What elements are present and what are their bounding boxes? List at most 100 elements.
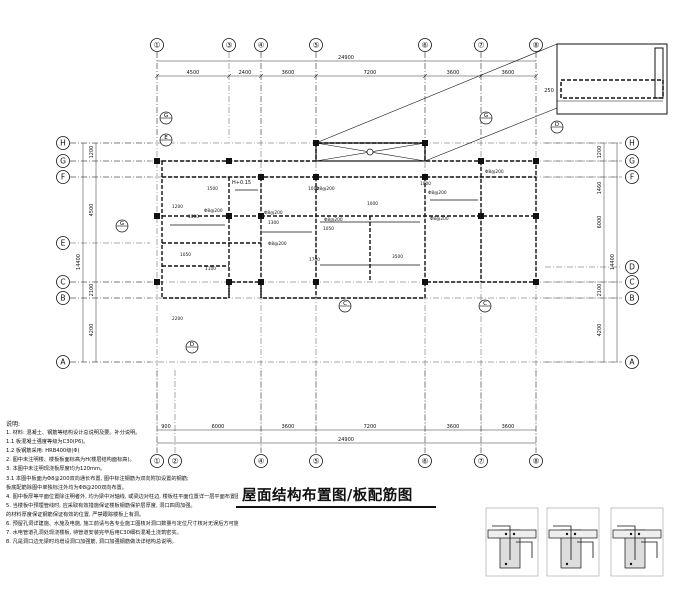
axis-bubble: ⑥ [418,454,432,468]
axis-bubble: ⑧ [529,38,543,52]
axis-bubble-circle [56,291,70,305]
section-mark: G [159,111,173,125]
column [533,158,539,164]
axis-label: ④ [258,41,265,50]
axis-bubble: D [625,260,639,274]
axis-bubble-circle [529,38,543,52]
length-label: 1200 [172,204,183,210]
dimension-text: 900 [161,424,171,430]
dimension-text: 6000 [597,216,603,229]
axis-bubble: ④ [254,454,268,468]
note-line: 7. 水电管道孔洞处现浇楼板, 待管道安装完毕后用C30细石混凝土浇筑密实。 [6,530,182,537]
drawing-title: 屋面结构布置图/板配筋图 [242,487,413,504]
axis-bubble-circle [625,154,639,168]
axis-bubble: ⑥ [418,38,432,52]
detail-dimension: 250 [544,88,554,94]
dimension-text: 24900 [338,437,354,443]
dimension-text: 3600 [447,70,460,76]
column [533,213,539,219]
dimension-text: 3600 [502,70,515,76]
column [313,279,319,285]
column [226,279,232,285]
node-rebar [577,541,594,558]
dimension-text: 2400 [239,70,252,76]
length-label: 1300 [268,220,279,226]
node-detail [485,507,539,577]
title-underline [236,506,436,508]
node-frame [610,507,664,577]
axis-bubble-circle [168,454,182,468]
detail-box [556,43,668,115]
rebar-label: Φ8@200 [264,210,283,216]
node-details [485,43,668,577]
axis-label: D [629,263,635,272]
length-label: 1000 [188,214,199,220]
rebar-label: Φ8@200 [428,190,447,196]
axis-label: B [629,294,634,303]
design-notes: 说明: 1. 材料: 混凝土、钢筋等结构设计总说明及要。补分说明。1.1 板混凝… [6,420,238,547]
node-bar-dot [512,532,516,536]
dimension-text: 7200 [364,70,377,76]
column [154,213,160,219]
node-frame [485,507,539,577]
axis-bubble-circle [254,454,268,468]
column [533,279,539,285]
column [422,279,428,285]
node-rebar [516,541,533,558]
dimension-text: 3600 [282,70,295,76]
note-line: 6. 预留孔洞详建施、水施及电施, 施工前请与各专业施工图核对洞口数量与定位尺寸… [6,521,238,528]
axis-bubble: A [625,355,639,369]
node-bar-dot [637,532,641,536]
rebar-label: Φ8@200 [430,216,449,222]
axis-bubble-circle [222,38,236,52]
dimension-text: 14400 [76,254,82,270]
axis-bubble: B [56,291,70,305]
axis-label: B [60,294,65,303]
axis-label: H [60,139,66,148]
rebar-label: Φ8@200 [268,241,287,247]
node-rebar [617,525,636,560]
note-line: 1.1 板混凝土强度等级为C30(P6)。 [6,439,89,446]
node-detail [546,507,600,577]
axis-bubble-circle [418,38,432,52]
column [258,213,264,219]
axis-bubble-circle [56,355,70,369]
axis-bubble-circle [625,260,639,274]
axis-bubble-circle [625,291,639,305]
axis-bubble: C [625,275,639,289]
node-bar-dot [504,562,508,566]
axis-label: ⑤ [313,41,320,50]
node-slab [612,529,662,539]
dimension-text: 1200 [597,146,603,159]
node-slab [548,529,598,539]
axis-bubble-circle [625,170,639,184]
dimension-text: 4200 [597,324,603,337]
axis-bubble-circle [150,38,164,52]
column [258,174,264,180]
leader-line [424,107,558,162]
axis-label: ⑧ [533,457,540,466]
column [478,213,484,219]
column [226,158,232,164]
node-bar-dot [504,532,508,536]
node-detail [610,507,664,577]
axis-bubble-circle [625,355,639,369]
dimension-text: 7200 [364,424,377,430]
elevation-note: H+0.15 [232,180,251,186]
note-line: 4. 图中板厚等平面位置除注明者外, 均为梁中对轴线, 或梁边对柱边, 楼板柱平… [6,493,238,500]
length-label: 1050 [180,252,191,258]
dimension-tick [422,73,428,79]
axis-bubble-circle [474,454,488,468]
axis-label: ① [154,41,161,50]
dimension-tick [154,73,160,79]
length-label: 2200 [172,316,183,322]
node-rebar [641,541,658,558]
section-mark-label: G [484,113,488,119]
axis-bubble: E [56,236,70,250]
node-bar-dot [629,562,633,566]
section-mark-label: C [483,301,487,307]
notes-heading: 说明: [6,421,21,428]
note-line: 板底配筋除图中单独标注外均为Φ8@200双向布置。 [6,484,128,491]
